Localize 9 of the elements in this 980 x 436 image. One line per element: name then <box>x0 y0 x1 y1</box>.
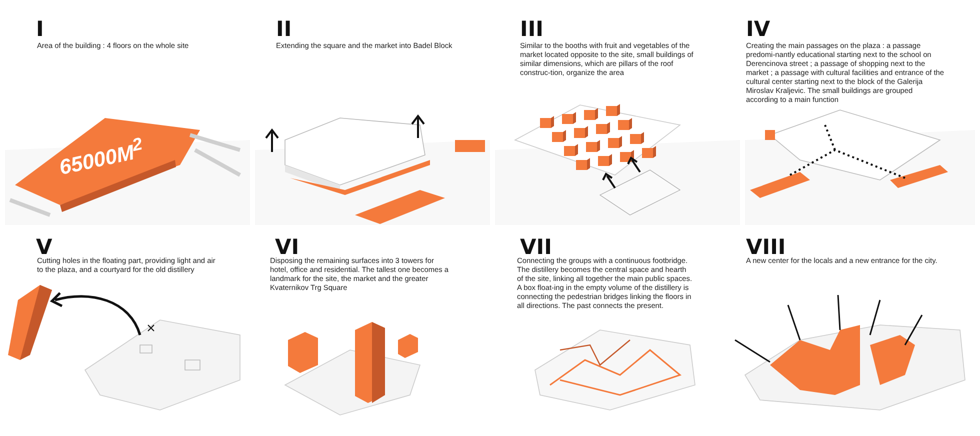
panel-number: III <box>520 18 544 40</box>
panel-number: II <box>276 18 292 40</box>
panel-number: VIII <box>746 236 786 258</box>
area-label: 65000M$^{2}$ <box>56 132 145 181</box>
panel-number: IV <box>746 18 770 40</box>
panel-number: VII <box>520 236 552 258</box>
panel-number: VI <box>275 236 300 258</box>
panel-number: I <box>36 18 44 40</box>
panel-number: V <box>36 236 52 258</box>
